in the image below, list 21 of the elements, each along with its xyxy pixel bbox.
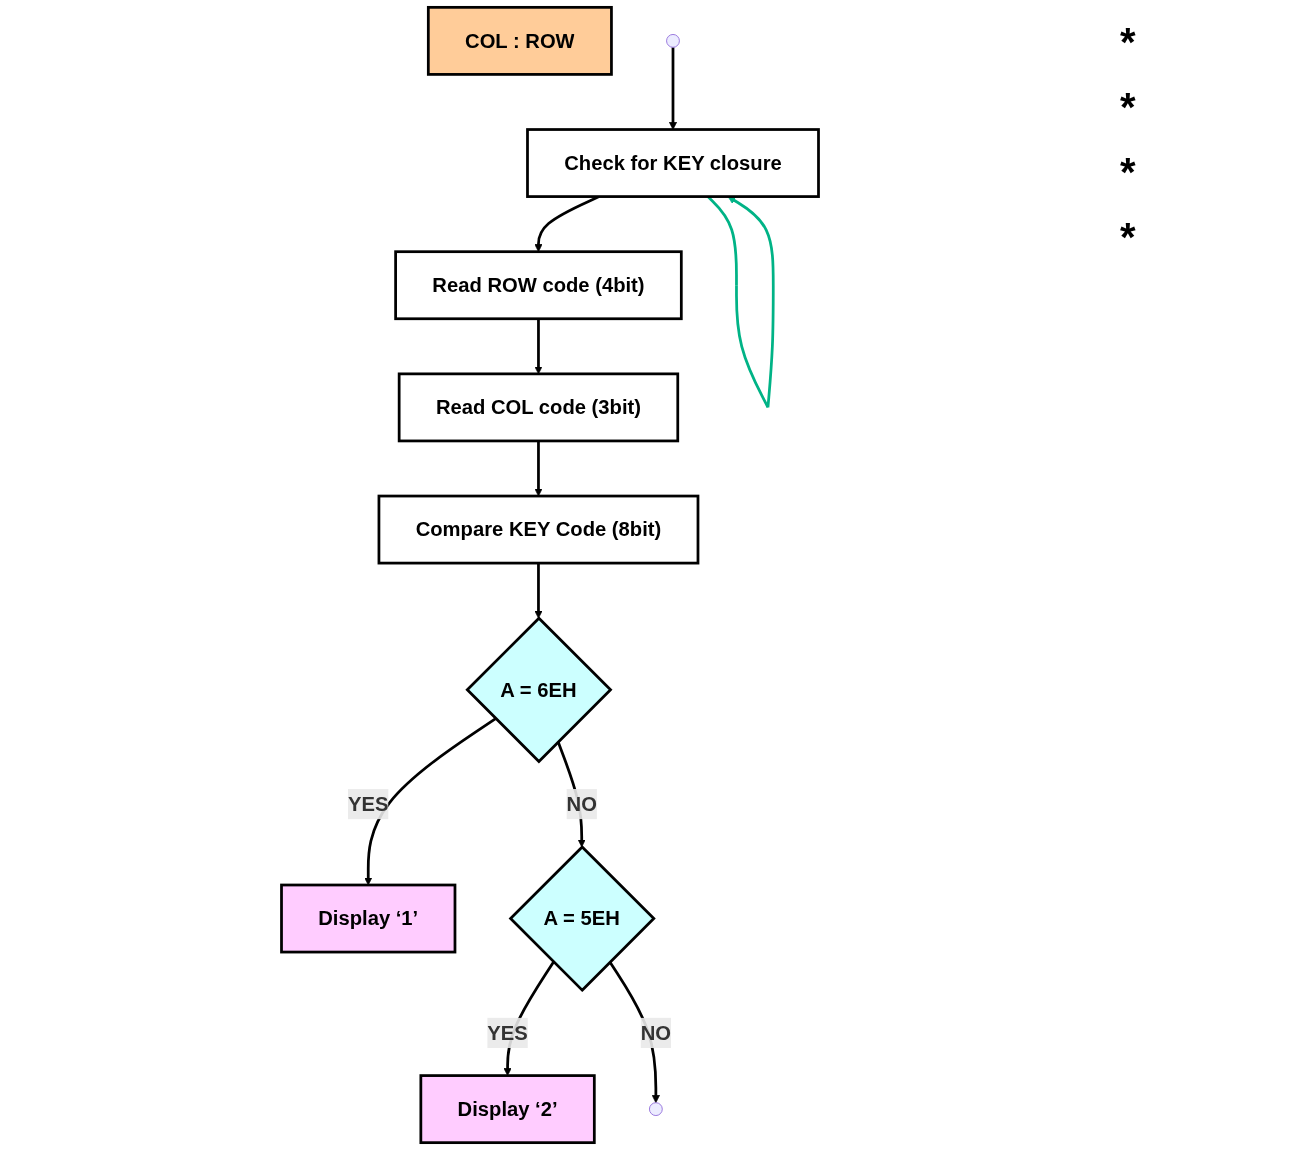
asterisk-note: * <box>1120 150 1136 195</box>
node-diamond: A = 5EH <box>508 844 656 993</box>
node-box: Read ROW code (4bit) <box>394 250 683 321</box>
arrow <box>534 563 543 619</box>
arrow <box>364 717 497 886</box>
edge-label: YES <box>487 1021 528 1045</box>
node-box: Read COL code (3bit) <box>397 372 680 443</box>
node-box: Compare KEY Code (8bit) <box>377 494 700 565</box>
asterisk-note: * <box>1120 215 1136 260</box>
node-box: COL : ROW <box>426 5 613 76</box>
edge-label: YES <box>348 792 389 816</box>
node-box: Display ‘1’ <box>280 883 457 954</box>
asterisk-note: * <box>1120 20 1136 65</box>
asterisk-note: * <box>1120 85 1136 130</box>
arrow <box>668 47 678 130</box>
arrow <box>534 440 543 497</box>
node-diamond: A = 6EH <box>465 616 613 764</box>
node-box: Check for KEY closure <box>526 128 820 198</box>
edge-label: NO <box>640 1021 672 1045</box>
node-box: Display ‘2’ <box>419 1074 596 1145</box>
edge-label: NO <box>566 792 597 816</box>
